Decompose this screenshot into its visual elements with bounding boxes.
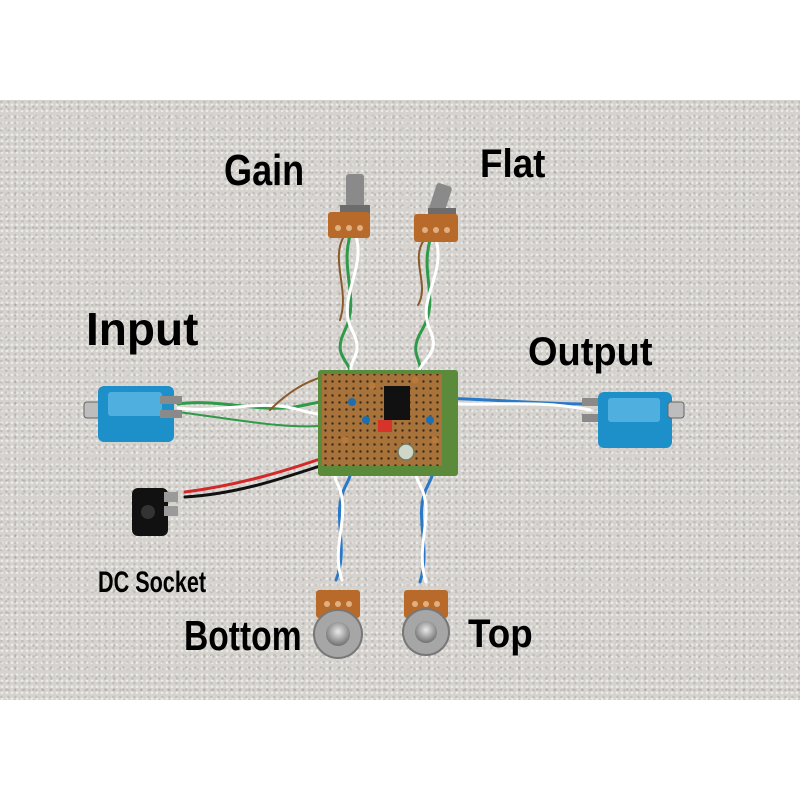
wire-flat-c <box>417 239 425 306</box>
input-label: Input <box>86 303 199 355</box>
top-pot <box>402 590 450 656</box>
wire-flat-b <box>416 238 440 387</box>
wire-input-c <box>177 411 331 428</box>
dc-socket-label: DC Socket <box>98 566 207 599</box>
stripboard <box>318 370 458 476</box>
dc-socket <box>132 488 178 536</box>
wire-gain-a <box>338 234 353 382</box>
bottom-label: Bottom <box>184 612 302 659</box>
flat-label: Flat <box>480 142 546 186</box>
top-label: Top <box>468 612 533 656</box>
output-jack <box>582 392 685 448</box>
ic-chip <box>384 386 410 420</box>
gain-label: Gain <box>224 146 305 195</box>
wire-gain-b <box>345 234 360 382</box>
wire-gain-c <box>337 235 345 321</box>
output-label: Output <box>528 330 653 374</box>
capacitor-red <box>378 420 392 432</box>
flat-pot <box>414 183 458 242</box>
capacitor-film <box>397 443 415 461</box>
gain-pot <box>328 174 370 238</box>
input-jack <box>83 386 182 442</box>
wire-dc-red <box>183 450 342 494</box>
bottom-pot <box>313 590 363 659</box>
